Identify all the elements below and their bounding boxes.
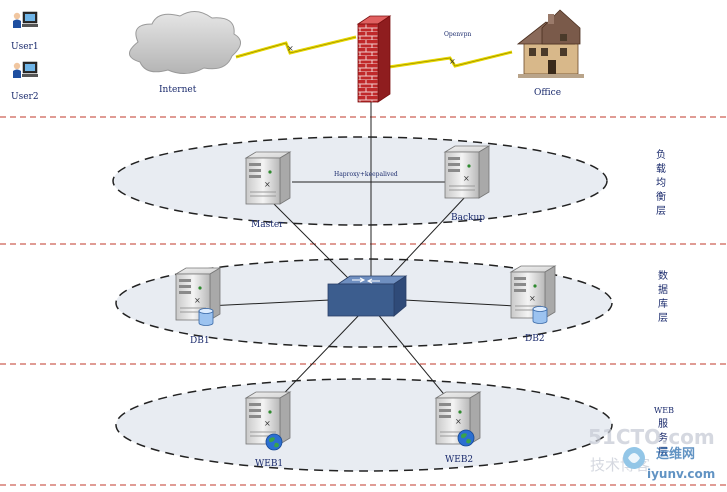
svg-text:×: × xyxy=(463,174,470,183)
web1-label: WEB1 xyxy=(255,459,283,469)
svg-text:WEB: WEB xyxy=(654,406,674,415)
svg-text:×: × xyxy=(449,57,456,66)
user2-label: User2 xyxy=(11,92,39,102)
svg-text:载: 载 xyxy=(656,163,666,175)
svg-text:据: 据 xyxy=(658,283,668,296)
svg-text:服: 服 xyxy=(658,418,668,430)
firewall-icon xyxy=(356,15,392,103)
svg-text:×: × xyxy=(529,294,536,303)
internet-label: Internet xyxy=(159,85,197,95)
svg-text:务: 务 xyxy=(658,431,668,444)
user1-label: User1 xyxy=(11,42,39,52)
watermark-site-cn: 运维网 xyxy=(656,446,695,462)
lb-layer-ellipse xyxy=(112,136,608,226)
svg-text:×: × xyxy=(264,419,271,428)
user2-icon xyxy=(12,61,39,79)
office-label: Office xyxy=(534,88,561,98)
svg-text:库: 库 xyxy=(658,297,668,310)
user1-icon xyxy=(12,11,39,29)
web-zone-label: WEB 服 务 层 xyxy=(654,406,674,458)
office-building-icon xyxy=(516,9,584,78)
network-switch-icon xyxy=(327,275,408,317)
master-label: Master xyxy=(251,220,284,230)
svg-text:×: × xyxy=(287,44,294,53)
backup-label: Backup xyxy=(451,213,485,223)
ha-label: Haproxy+keepalived xyxy=(334,171,398,178)
lb-zone-label: 负 载 均 衡 层 xyxy=(656,148,666,217)
svg-text:层: 层 xyxy=(658,312,668,324)
db-zone-label: 数 据 库 层 xyxy=(658,269,668,324)
svg-text:层: 层 xyxy=(658,446,668,458)
svg-text:均: 均 xyxy=(656,177,666,189)
master-server-icon xyxy=(245,151,291,205)
web2-globe-icon xyxy=(457,429,475,447)
db2-database-icon xyxy=(532,306,548,324)
watermark-brand: 51CTO.com xyxy=(588,425,715,449)
svg-text:×: × xyxy=(264,180,271,189)
db2-label: DB2 xyxy=(525,334,545,344)
vpn-label: Openvpn xyxy=(444,31,471,38)
db1-label: DB1 xyxy=(190,336,210,346)
watermark: 51CTO.com 技术博客 运维网 iyunv.com xyxy=(588,425,715,481)
svg-text:×: × xyxy=(194,296,201,305)
layer-dividers xyxy=(0,116,727,486)
iyunv-logo-icon xyxy=(623,447,645,469)
svg-text:负: 负 xyxy=(656,148,666,161)
web2-label: WEB2 xyxy=(445,455,473,465)
internet-cloud-icon xyxy=(129,11,241,74)
watermark-site-url: iyunv.com xyxy=(647,467,715,481)
svg-text:衡: 衡 xyxy=(656,191,666,203)
svg-text:×: × xyxy=(455,417,462,426)
backup-server-icon xyxy=(444,145,490,199)
svg-text:数: 数 xyxy=(658,269,668,282)
db1-database-icon xyxy=(198,308,214,326)
web1-globe-icon xyxy=(265,433,283,451)
internet-link-bolt xyxy=(235,35,357,59)
svg-text:层: 层 xyxy=(656,205,666,217)
web-layer-ellipse xyxy=(115,378,613,472)
